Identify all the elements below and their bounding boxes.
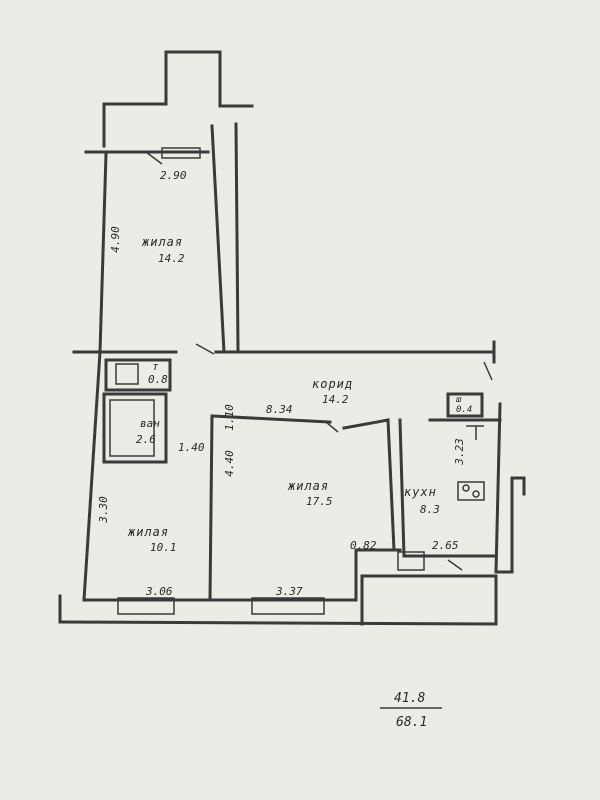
room-area-corridor: 14.2: [322, 393, 349, 406]
room-label-left-living: жилая: [128, 525, 170, 539]
room-label-corridor: корид: [312, 377, 354, 391]
dim-corner-small: 0.82: [350, 539, 377, 552]
room-area-storage: 0.4: [456, 405, 473, 415]
dim-top-width: 2.90: [160, 169, 187, 182]
wall-center-top: [210, 414, 332, 424]
stove-burner: [462, 484, 470, 492]
dim-left-height: 3.30: [96, 496, 110, 523]
window-bottom-center: [251, 597, 325, 615]
room-label-toilet: т: [152, 360, 159, 373]
room-area-bath: 2.6: [136, 433, 156, 446]
kitchen-step: [494, 476, 526, 574]
dim-bath-side: 1.10: [222, 404, 236, 431]
room-label-center-living: жилая: [288, 479, 330, 493]
top-protrusion-wall: [102, 50, 254, 148]
wall-shaft-right: [234, 122, 240, 352]
total-living-area: 41.8: [394, 691, 426, 706]
wall-kitchen-left: [398, 418, 406, 558]
storage-nook: [446, 392, 484, 418]
room-area-kitchen: 8.3: [420, 503, 440, 516]
dim-top-height: 4.90: [108, 226, 122, 253]
wall-center-top-r: [342, 418, 390, 430]
toilet-block: [104, 358, 172, 392]
bath-block: [102, 392, 168, 464]
room-area-center-living: 17.5: [306, 495, 333, 508]
door-kitchen-bottom: [447, 559, 463, 571]
wall-center-left: [208, 414, 214, 602]
window-bottom-left: [117, 597, 175, 615]
wall-top-living-right: [210, 124, 226, 354]
total-area: 68.1: [396, 715, 428, 730]
room-label-bath: ван: [140, 417, 160, 430]
bathtub: [109, 399, 155, 457]
dim-center-width: 8.34: [266, 403, 293, 416]
stove-burner: [472, 490, 480, 498]
wall-bottom-ext: [58, 620, 498, 626]
dim-bottom-center: 3.37: [276, 585, 303, 598]
wall-left-exterior: [82, 350, 102, 602]
room-area-toilet: 0.8: [148, 373, 168, 386]
wall-top-living-left: [98, 152, 108, 354]
door-corridor-left: [195, 343, 215, 355]
window-top: [161, 147, 201, 159]
room-area-top-living: 14.2: [158, 252, 185, 265]
door-center: [325, 421, 339, 433]
toilet-fixture: [115, 363, 139, 385]
dim-center-height: 4.40: [222, 450, 236, 477]
door-top: [145, 151, 163, 165]
room-area-left-living: 10.1: [150, 541, 177, 554]
dim-kitchen-height: 3.23: [452, 438, 466, 465]
dim-bottom-left: 3.06: [146, 585, 173, 598]
room-label-top-living: жилая: [142, 235, 184, 249]
stove: [457, 481, 485, 501]
wall-kitchen-right: [494, 402, 502, 574]
room-label-kitchen: кухн: [404, 485, 437, 499]
window-kitchen: [397, 551, 425, 571]
room-label-storage: ш: [456, 395, 462, 405]
dim-kitchen-bottom: 2.65: [432, 539, 459, 552]
door-corridor-right: [483, 361, 493, 381]
wall-center-right: [386, 418, 396, 552]
dim-bath-small: 1.40: [178, 441, 205, 454]
